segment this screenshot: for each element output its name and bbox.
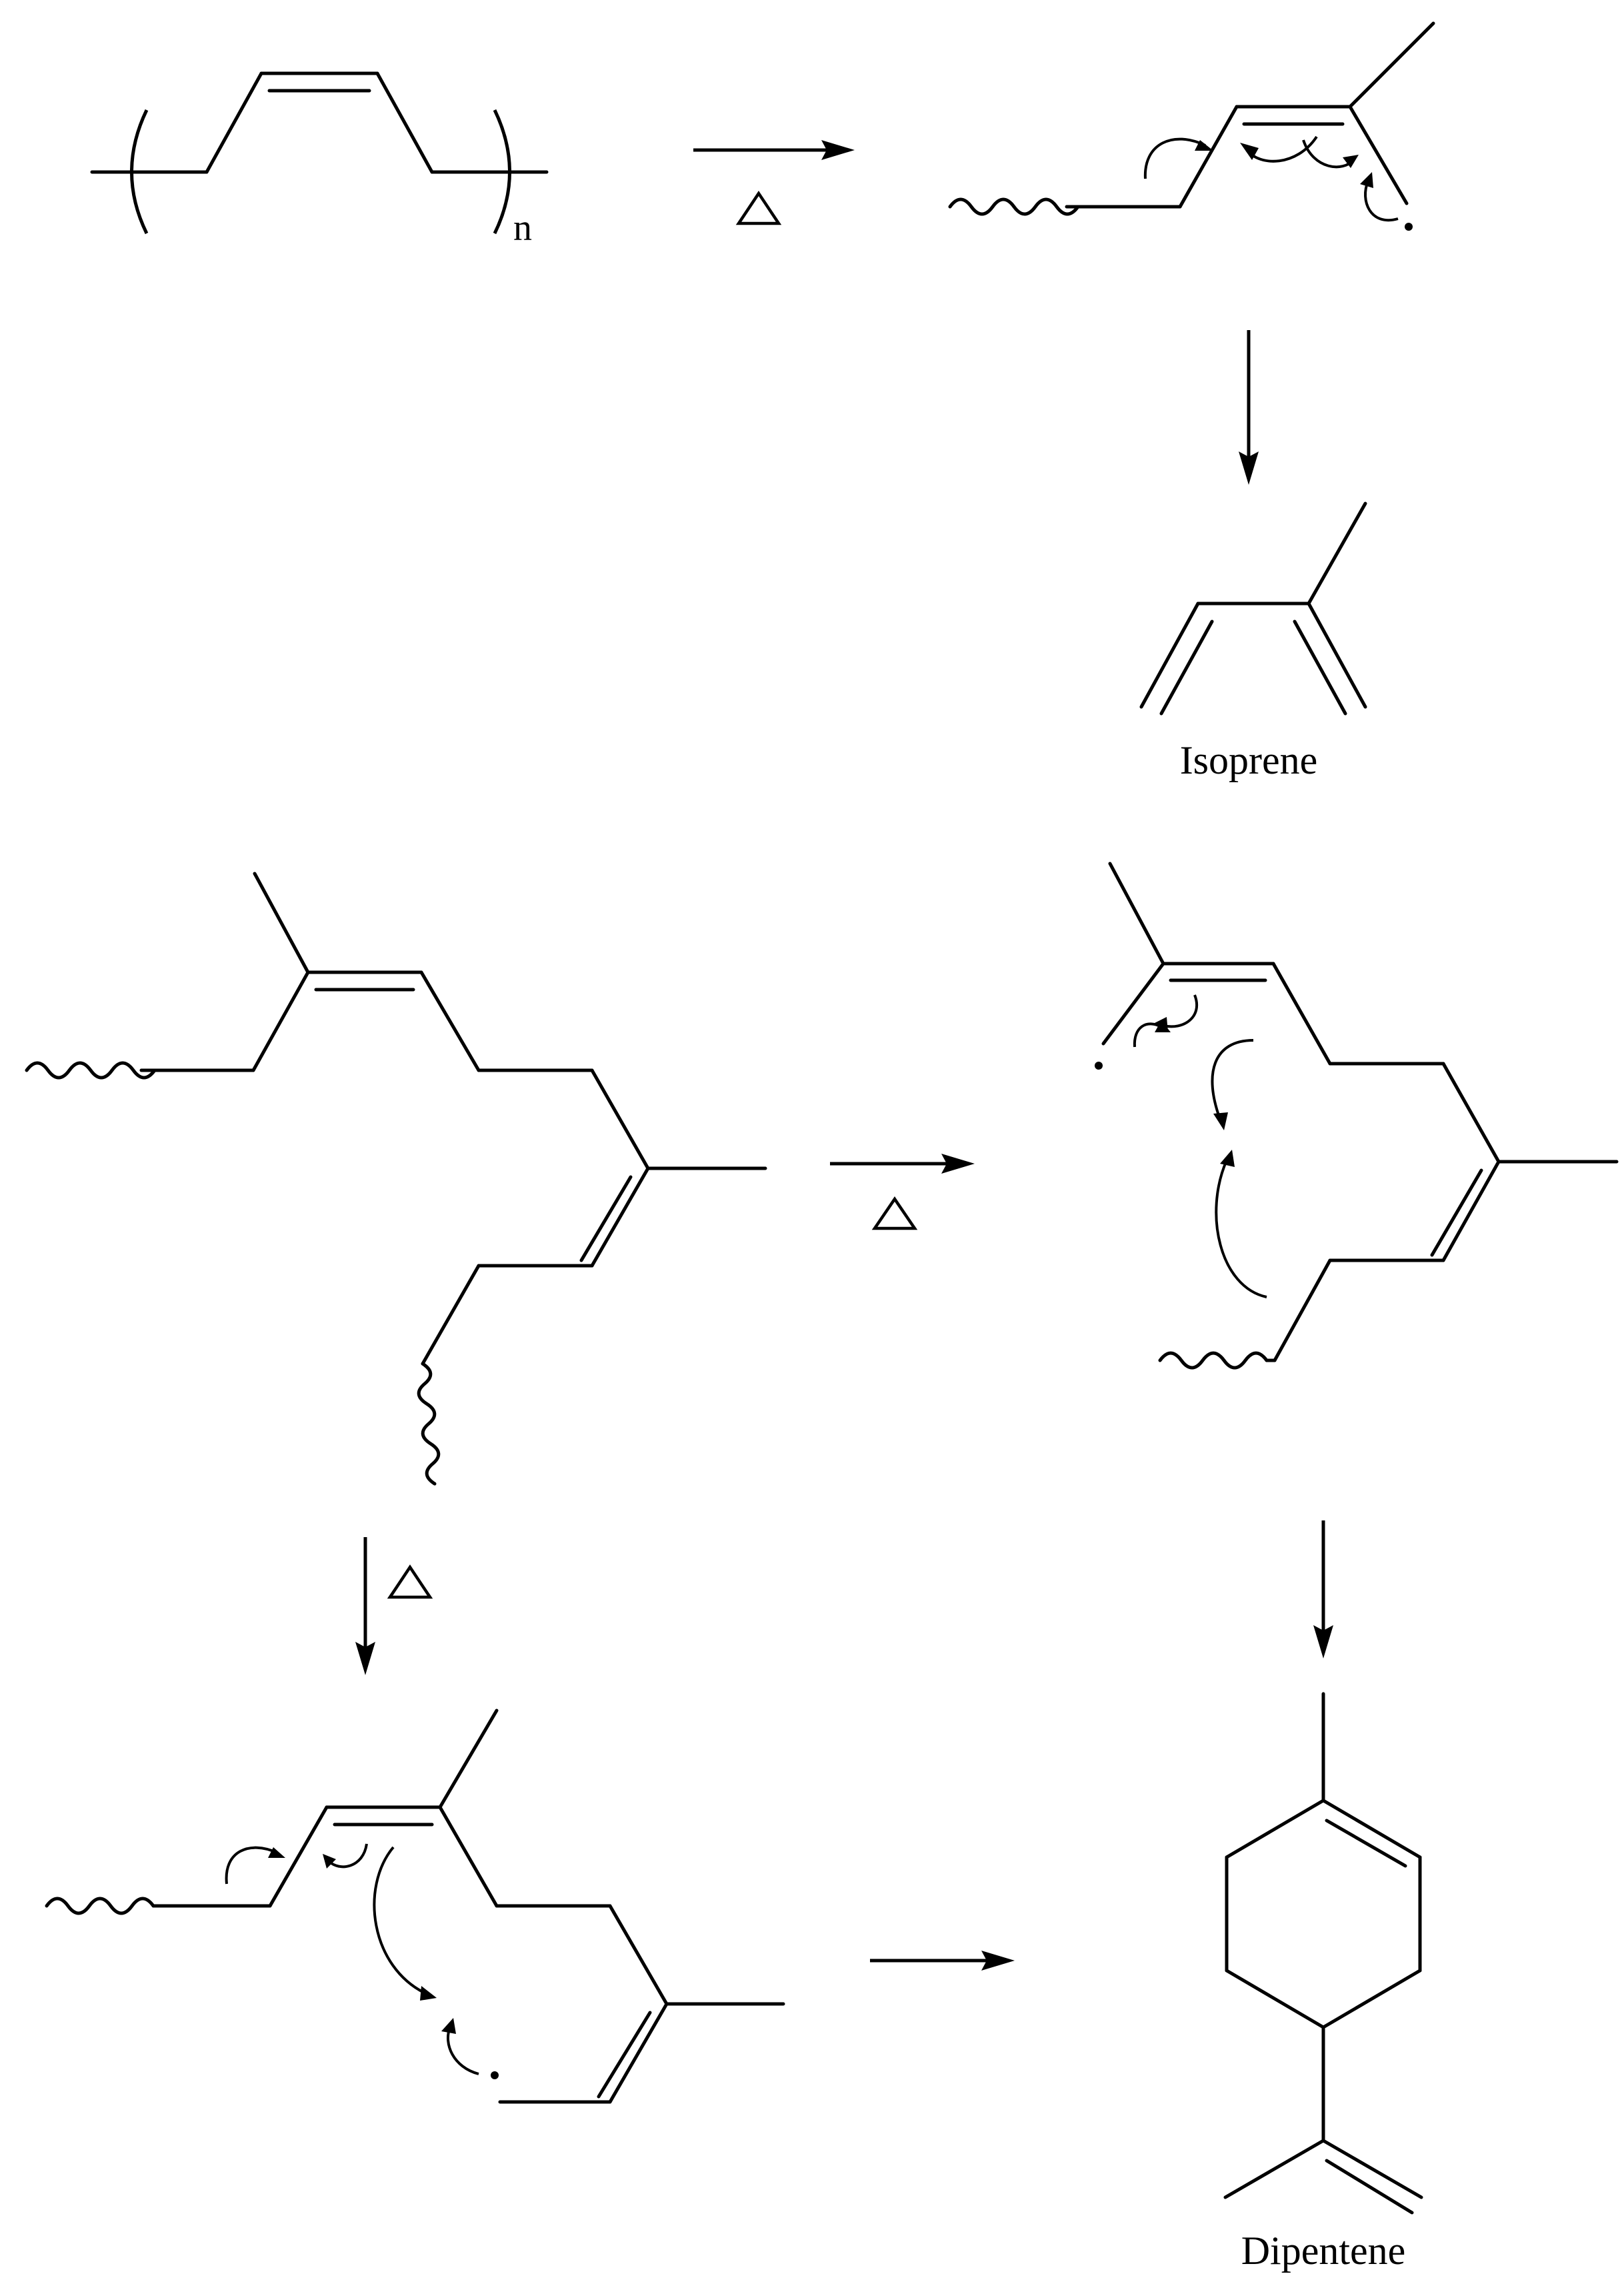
- wavy-bond: [1158, 1351, 1269, 1370]
- curved-arrow: [225, 1846, 277, 1885]
- heat-arrow-3: [355, 1537, 433, 1675]
- wavy-bond: [948, 197, 1080, 216]
- cyclization-radical: [1095, 862, 1619, 1370]
- isoprene-structure: Isoprene: [1139, 501, 1367, 782]
- curved-arrow: [447, 2027, 479, 2075]
- arrow-to-isoprene: [1239, 330, 1259, 485]
- radical-dot: [491, 2071, 499, 2079]
- arrow-to-product: [870, 1951, 1015, 1971]
- radical-dot: [1095, 1062, 1103, 1070]
- delta-symbol: [871, 1196, 918, 1230]
- dipentene-label: Dipentene: [1241, 2229, 1406, 2273]
- right-bracket: [493, 109, 511, 235]
- radical-chain-end: [948, 21, 1435, 231]
- radical-dot: [1405, 223, 1413, 231]
- curved-arrow: [1143, 137, 1206, 179]
- arrow-to-dipentene: [1313, 1520, 1333, 1658]
- curved-arrow: [1215, 1160, 1267, 1298]
- polymer-dimer-segment: [25, 872, 767, 1486]
- curved-arrow: [1133, 1022, 1162, 1048]
- heat-arrow-2: [830, 1154, 975, 1230]
- curved-arrow: [1211, 1039, 1254, 1120]
- isoprene-label: Isoprene: [1180, 738, 1318, 782]
- repeat-subscript: n: [513, 207, 532, 249]
- curved-arrow: [1163, 994, 1199, 1028]
- curved-arrow: [327, 1843, 368, 1869]
- curved-arrow: [1364, 181, 1399, 222]
- wavy-bond: [417, 1362, 441, 1486]
- intramolecular-radical: [45, 1708, 785, 2104]
- dipentene-structure: Dipentene: [1223, 1692, 1423, 2273]
- delta-symbol: [387, 1564, 433, 1599]
- polyisoprene-repeat-unit: n: [90, 71, 549, 249]
- curved-arrow: [373, 1846, 427, 1995]
- delta-symbol: [735, 190, 782, 225]
- wavy-bond: [45, 1897, 155, 1915]
- heat-arrow-1: [693, 140, 855, 225]
- wavy-bond: [25, 1061, 157, 1080]
- left-bracket: [130, 109, 149, 235]
